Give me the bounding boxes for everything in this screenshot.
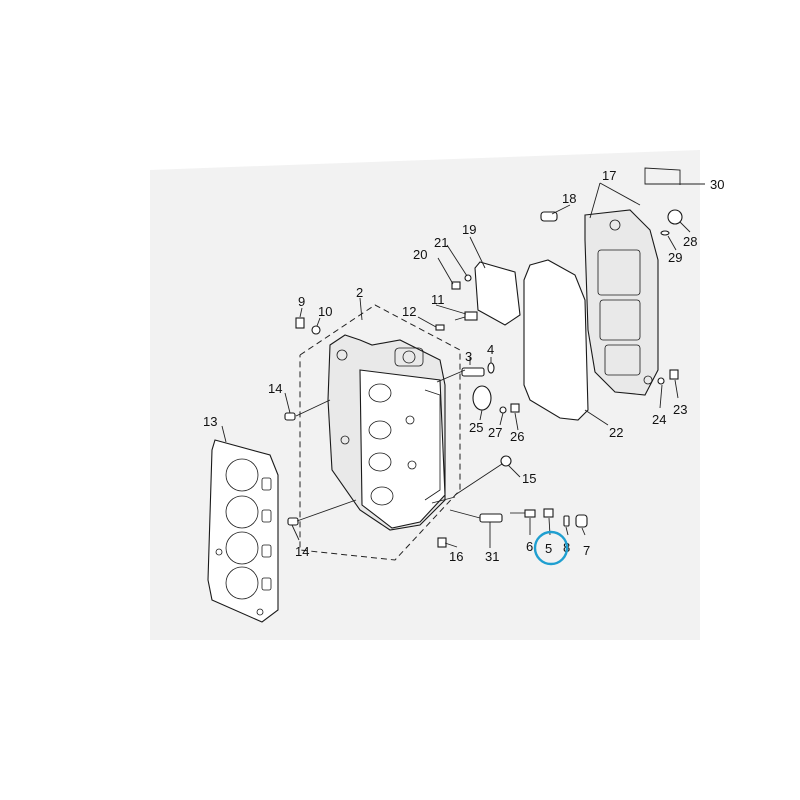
callout-10: 10 (318, 304, 332, 319)
bolt-9 (295, 317, 305, 329)
callout-7: 7 (583, 543, 590, 558)
callout-6: 6 (526, 539, 533, 554)
bolt-18 (540, 211, 558, 222)
callout-15: 15 (522, 471, 536, 486)
sensor-31 (479, 513, 503, 523)
callout-4: 4 (487, 342, 494, 357)
leader-lines (221, 167, 705, 548)
callout-12: 12 (402, 304, 416, 319)
bolt-11 (454, 311, 478, 321)
callout-labels: 2 3 4 5 6 7 8 9 10 11 12 13 14 14 15 16 … (203, 168, 724, 564)
callout-20: 20 (413, 247, 427, 262)
callout-9: 9 (298, 294, 305, 309)
o-ring-29 (660, 230, 670, 236)
bolt-20 (451, 281, 461, 290)
washer-10 (311, 325, 321, 335)
callout-27: 27 (488, 425, 502, 440)
callout-29: 29 (668, 250, 682, 265)
ring-4 (487, 362, 495, 374)
callout-19: 19 (462, 222, 476, 237)
head-cover-part (584, 209, 659, 396)
callout-13: 13 (203, 414, 217, 429)
callout-28: 28 (683, 234, 697, 249)
callout-18: 18 (562, 191, 576, 206)
grommet-25 (472, 385, 492, 411)
cover-plate-part (474, 261, 521, 326)
washer-21 (464, 274, 472, 282)
pin-12 (435, 324, 445, 331)
dowel-pin-14a (284, 412, 296, 421)
cover-gasket-part (523, 259, 589, 421)
bolt-16 (437, 537, 447, 548)
group-boundary-frame (299, 304, 461, 561)
callout-2: 2 (356, 285, 363, 300)
cylinder-head-part (327, 334, 446, 531)
cap-28 (667, 209, 683, 225)
washer-27 (499, 406, 507, 414)
highlight-ring (533, 530, 569, 566)
callout-25: 25 (469, 420, 483, 435)
sleeve-5 (543, 508, 554, 518)
callout-14b: 14 (295, 544, 309, 559)
callout-23: 23 (673, 402, 687, 417)
callout-31: 31 (485, 549, 499, 564)
callout-5: 5 (545, 541, 552, 556)
callout-21: 21 (434, 235, 448, 250)
fitting-3 (461, 367, 485, 377)
callout-24: 24 (652, 412, 666, 427)
callout-30: 30 (710, 177, 724, 192)
head-gasket-part (207, 439, 279, 623)
dowel-pin-14b (287, 517, 299, 526)
long-bolt-15 (454, 455, 512, 496)
plug-7 (575, 514, 588, 528)
callout-11: 11 (431, 292, 445, 307)
washer-24 (657, 377, 665, 385)
callout-16: 16 (449, 549, 463, 564)
bolt-23 (669, 369, 679, 380)
seal-8 (563, 515, 570, 527)
callout-17: 17 (602, 168, 616, 183)
callout-26: 26 (510, 429, 524, 444)
callout-3: 3 (465, 349, 472, 364)
callout-22: 22 (609, 425, 623, 440)
bolt-6 (510, 509, 536, 518)
screw-26 (510, 403, 520, 413)
callout-14a: 14 (268, 381, 282, 396)
